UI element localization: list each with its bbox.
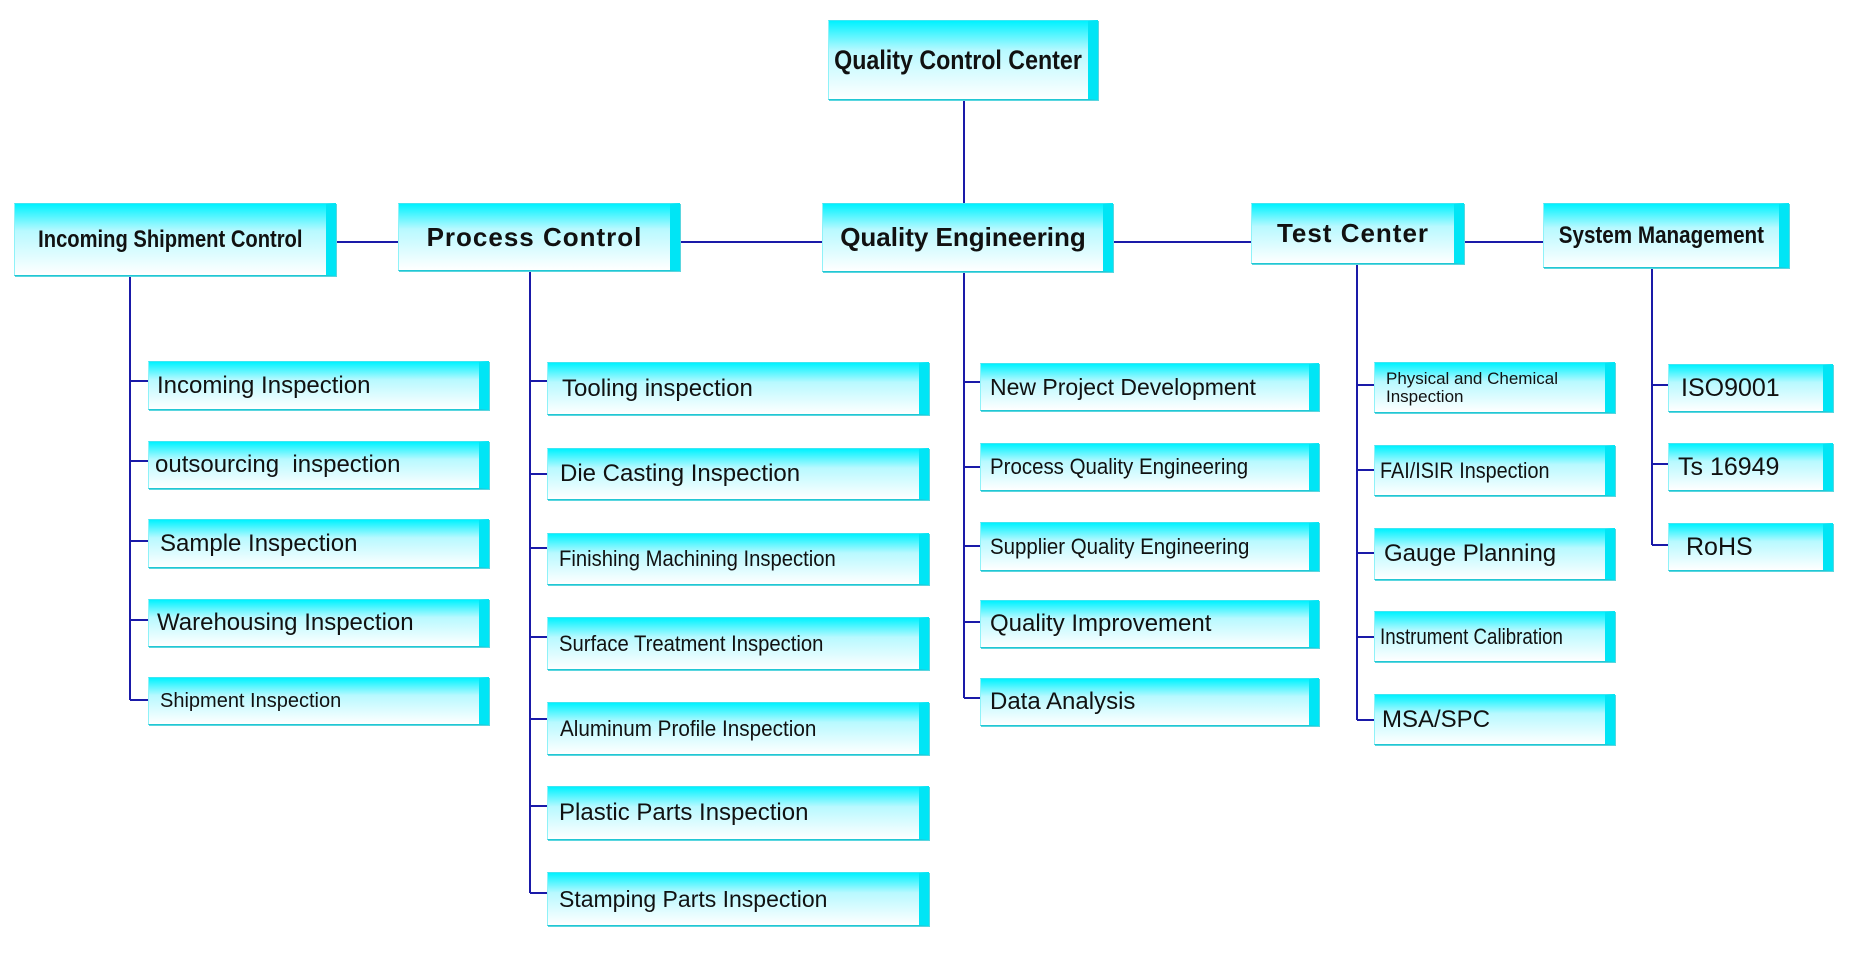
node-label: Stamping Parts Inspection <box>559 885 828 912</box>
node-label: Process Control <box>426 221 643 252</box>
node-label: Physical and Chemical Inspection <box>1386 368 1558 406</box>
node-label: ISO9001 <box>1681 373 1780 402</box>
node-shipment-inspection: Shipment Inspection <box>148 677 489 725</box>
node-physical-and-chemical-inspection: Physical and Chemical Inspection <box>1374 362 1615 413</box>
node-label: FAI/ISIR Inspection <box>1380 457 1550 483</box>
node-label: Process Quality Engineering <box>990 454 1249 479</box>
node-sample-inspection: Sample Inspection <box>148 519 489 568</box>
node-label: Quality Improvement <box>990 610 1212 637</box>
node-iso9001: ISO9001 <box>1668 364 1833 412</box>
node-label: Incoming Inspection <box>157 371 371 399</box>
node-label: New Project Development <box>990 373 1256 400</box>
node-label: Ts 16949 <box>1678 452 1780 481</box>
node-system-management: System Management <box>1543 203 1789 268</box>
node-quality-control-center: Quality Control Center <box>828 20 1098 100</box>
node-label: Incoming Shipment Control <box>38 225 303 253</box>
node-finishing-machining-inspection: Finishing Machining Inspection <box>547 533 929 585</box>
node-label: Gauge Planning <box>1384 540 1557 567</box>
node-process-quality-engineering: Process Quality Engineering <box>980 443 1319 491</box>
node-data-analysis: Data Analysis <box>980 678 1319 726</box>
node-label: Surface Treatment Inspection <box>559 630 824 656</box>
node-process-control: Process Control <box>398 203 680 271</box>
node-quality-engineering: Quality Engineering <box>822 203 1113 272</box>
node-quality-improvement: Quality Improvement <box>980 600 1319 648</box>
node-aluminum-profile-inspection: Aluminum Profile Inspection <box>547 702 929 755</box>
node-label: Shipment Inspection <box>160 689 342 712</box>
node-test-center: Test Center <box>1251 203 1464 264</box>
node-new-project-development: New Project Development <box>980 363 1319 411</box>
node-label: Die Casting Inspection <box>560 460 801 487</box>
node-label: Quality Engineering <box>840 222 1086 252</box>
node-gauge-planning: Gauge Planning <box>1374 528 1615 580</box>
node-outsourcing-inspection: outsourcing inspection <box>148 441 489 489</box>
node-ts-16949: Ts 16949 <box>1668 443 1833 491</box>
node-label: Warehousing Inspection <box>157 609 414 636</box>
node-plastic-parts-inspection: Plastic Parts Inspection <box>547 786 929 840</box>
node-label: Instrument Calibration <box>1380 623 1563 649</box>
node-label: outsourcing inspection <box>155 451 401 478</box>
node-label: Data Analysis <box>990 688 1136 715</box>
node-die-casting-inspection: Die Casting Inspection <box>547 448 929 500</box>
node-label: System Management <box>1558 221 1765 249</box>
node-warehousing-inspection: Warehousing Inspection <box>148 599 489 647</box>
node-rohs: RoHS <box>1668 523 1833 571</box>
node-fai-isir-inspection: FAI/ISIR Inspection <box>1374 445 1615 496</box>
node-label: MSA/SPC <box>1382 705 1491 733</box>
node-label: Finishing Machining Inspection <box>559 546 836 571</box>
node-label: Sample Inspection <box>160 529 358 557</box>
node-label: Test Center <box>1276 218 1430 248</box>
node-stamping-parts-inspection: Stamping Parts Inspection <box>547 872 929 926</box>
node-tooling-inspection: Tooling inspection <box>547 362 929 415</box>
node-label: Quality Control Center <box>834 44 1083 75</box>
node-instrument-calibration: Instrument Calibration <box>1374 611 1615 662</box>
node-supplier-quality-engineering: Supplier Quality Engineering <box>980 522 1319 571</box>
node-label: Plastic Parts Inspection <box>559 799 809 826</box>
node-label: Supplier Quality Engineering <box>990 533 1250 559</box>
node-label: Aluminum Profile Inspection <box>560 715 817 741</box>
node-incoming-inspection: Incoming Inspection <box>148 361 489 410</box>
node-surface-treatment-inspection: Surface Treatment Inspection <box>547 617 929 670</box>
node-label: Tooling inspection <box>562 374 753 402</box>
node-msa-spc: MSA/SPC <box>1374 694 1615 745</box>
node-label: RoHS <box>1686 532 1753 561</box>
node-incoming-shipment-control: Incoming Shipment Control <box>14 203 336 276</box>
